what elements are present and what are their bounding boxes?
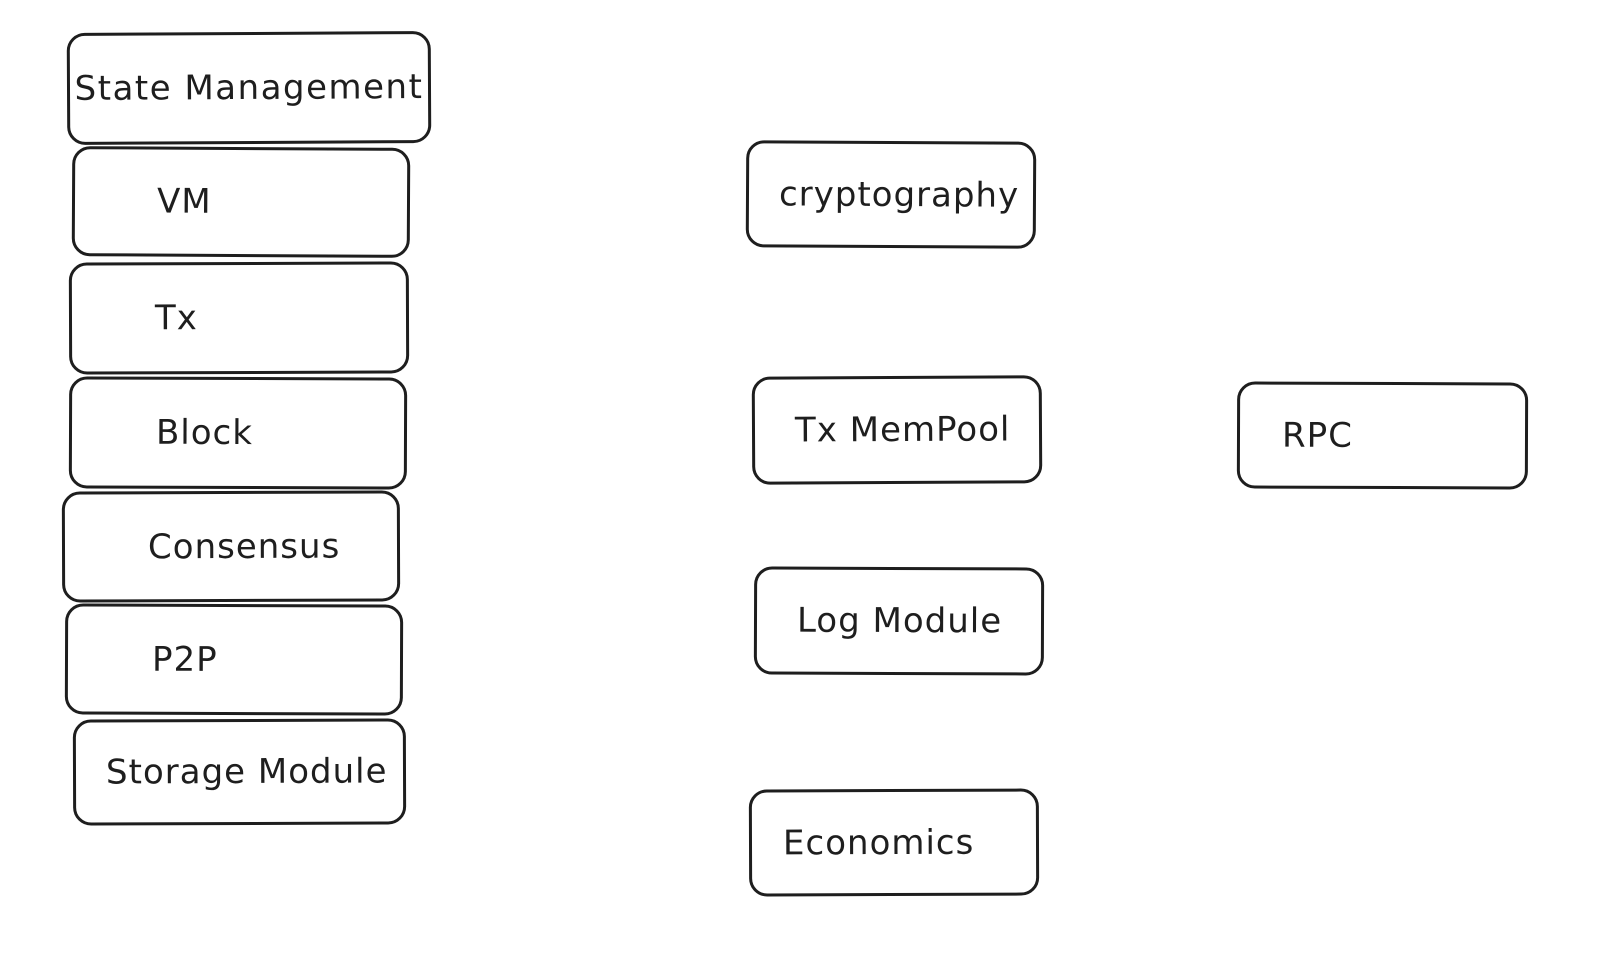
- box-label: State Management: [74, 67, 424, 109]
- box-label: Storage Module: [105, 751, 388, 793]
- rpc-box: RPC: [1236, 381, 1529, 490]
- box-label: Block: [155, 412, 254, 454]
- storage-module-box: Storage Module: [72, 718, 407, 826]
- box-label: cryptography: [778, 173, 1020, 216]
- tx-box: Tx: [68, 261, 410, 375]
- vm-box: VM: [71, 146, 411, 258]
- box-label: Log Module: [796, 600, 1003, 642]
- consensus-box: Consensus: [61, 490, 401, 603]
- box-label: Consensus: [147, 526, 341, 567]
- box-label: VM: [156, 181, 212, 222]
- box-label: Economics: [782, 822, 975, 863]
- box-label: Tx MemPool: [794, 409, 1011, 451]
- state-management-box: State Management: [66, 31, 432, 145]
- cryptography-box: cryptography: [745, 140, 1037, 249]
- box-label: Tx: [154, 298, 198, 339]
- box-label: RPC: [1281, 415, 1353, 456]
- tx-mempool-box: Tx MemPool: [751, 375, 1043, 485]
- block-box: Block: [68, 376, 408, 490]
- p2p-box: P2P: [64, 603, 404, 716]
- log-module-box: Log Module: [753, 566, 1045, 676]
- box-label: P2P: [151, 639, 218, 680]
- economics-box: Economics: [748, 788, 1040, 897]
